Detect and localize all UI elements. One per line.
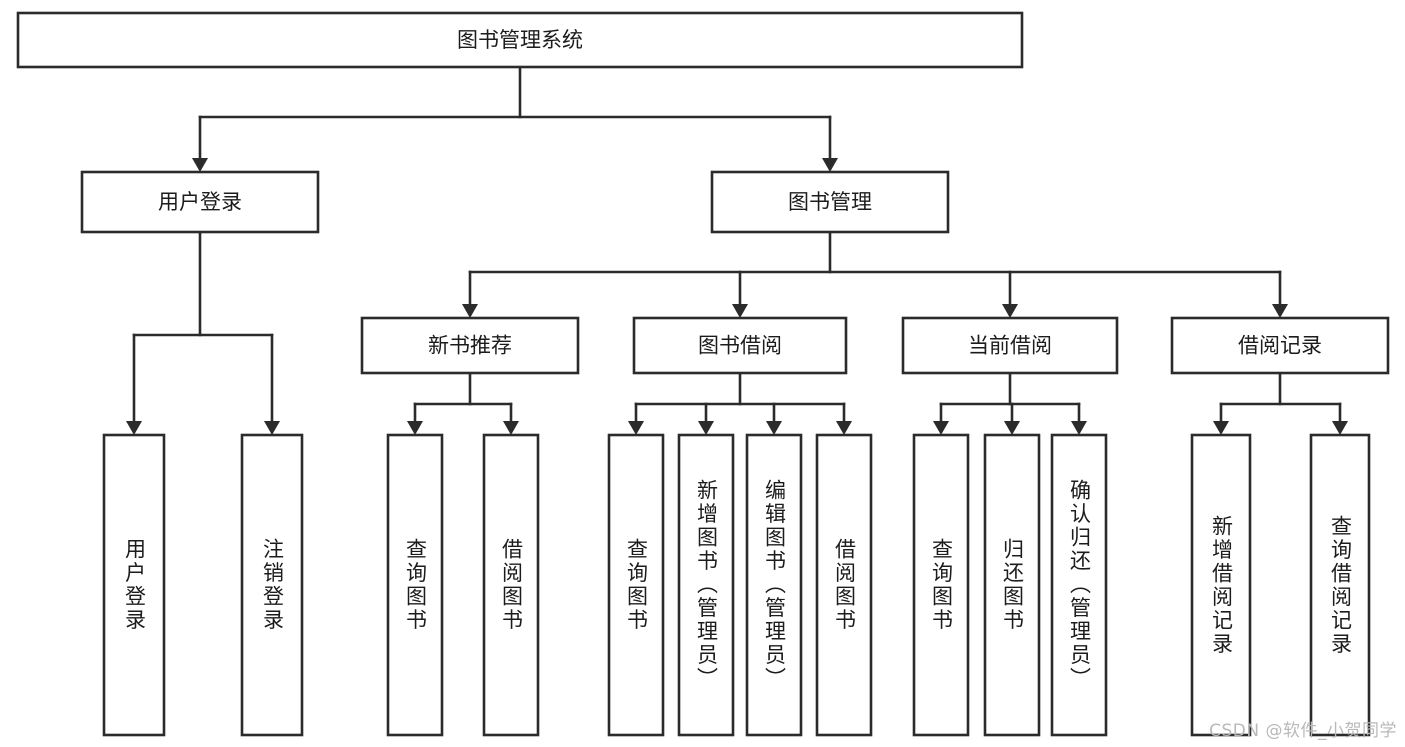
connectors-layer	[126, 65, 1348, 435]
level1-to-level2-0-arrowhead	[462, 304, 478, 318]
root-to-level1-0-arrowhead	[192, 158, 208, 172]
node-leaf-6[interactable]	[745, 433, 803, 737]
leaf-arrow-12-arrowhead	[1332, 421, 1348, 435]
node-level1-0[interactable]	[80, 170, 320, 234]
node-leaf-10[interactable]	[1050, 433, 1108, 737]
leaf-arrow-3-arrowhead	[503, 421, 519, 435]
leaf-arrow-9-arrowhead	[1004, 421, 1020, 435]
leaf-arrow-0-arrowhead	[126, 421, 142, 435]
node-leaf-11[interactable]	[1190, 433, 1252, 737]
leaf-arrow-5-arrowhead	[698, 421, 714, 435]
node-leaf-9[interactable]	[983, 433, 1041, 737]
level1-node-label-1: 图书管理	[788, 190, 872, 214]
node-leaf-0[interactable]	[102, 433, 166, 737]
root-to-level1-1-arrowhead	[822, 158, 838, 172]
watermark-text: CSDN @软件_小贺同学	[1209, 721, 1397, 741]
node-level2-1[interactable]	[632, 316, 848, 375]
level1-node-label-0: 用户登录	[158, 190, 242, 214]
node-leaf-12[interactable]	[1309, 433, 1371, 737]
node-leaf-1[interactable]	[240, 433, 304, 737]
node-root-system[interactable]	[16, 11, 1024, 69]
leaf-arrow-2-arrowhead	[407, 421, 423, 435]
level2-node-label-0: 新书推荐	[428, 334, 512, 358]
node-level2-2[interactable]	[901, 316, 1119, 375]
node-leaf-8[interactable]	[912, 433, 970, 737]
node-leaf-7[interactable]	[815, 433, 873, 737]
level1-to-level2-1-arrowhead	[732, 304, 748, 318]
leaf-arrow-1-arrowhead	[264, 421, 280, 435]
leaf-arrow-4-arrowhead	[628, 421, 644, 435]
leaf-arrow-7-arrowhead	[836, 421, 852, 435]
node-level2-3[interactable]	[1170, 316, 1390, 375]
node-level1-1[interactable]	[710, 170, 950, 234]
boxes-layer	[16, 11, 1390, 737]
leaf-arrow-11-arrowhead	[1213, 421, 1229, 435]
leaf-arrow-10-arrowhead	[1071, 421, 1087, 435]
leaf-arrow-8-arrowhead	[933, 421, 949, 435]
leaf-arrow-6-arrowhead	[766, 421, 782, 435]
node-level2-0[interactable]	[360, 316, 580, 375]
node-leaf-4[interactable]	[607, 433, 665, 737]
root-node-label: 图书管理系统	[457, 28, 583, 52]
level2-node-label-3: 借阅记录	[1238, 334, 1322, 358]
level2-node-label-2: 当前借阅	[968, 334, 1052, 358]
level2-node-label-1: 图书借阅	[698, 334, 782, 358]
node-leaf-2[interactable]	[386, 433, 444, 737]
level1-to-level2-2-arrowhead	[1002, 304, 1018, 318]
level1-to-level2-3-arrowhead	[1272, 304, 1288, 318]
node-leaf-3[interactable]	[482, 433, 540, 737]
node-leaf-5[interactable]	[677, 433, 735, 737]
